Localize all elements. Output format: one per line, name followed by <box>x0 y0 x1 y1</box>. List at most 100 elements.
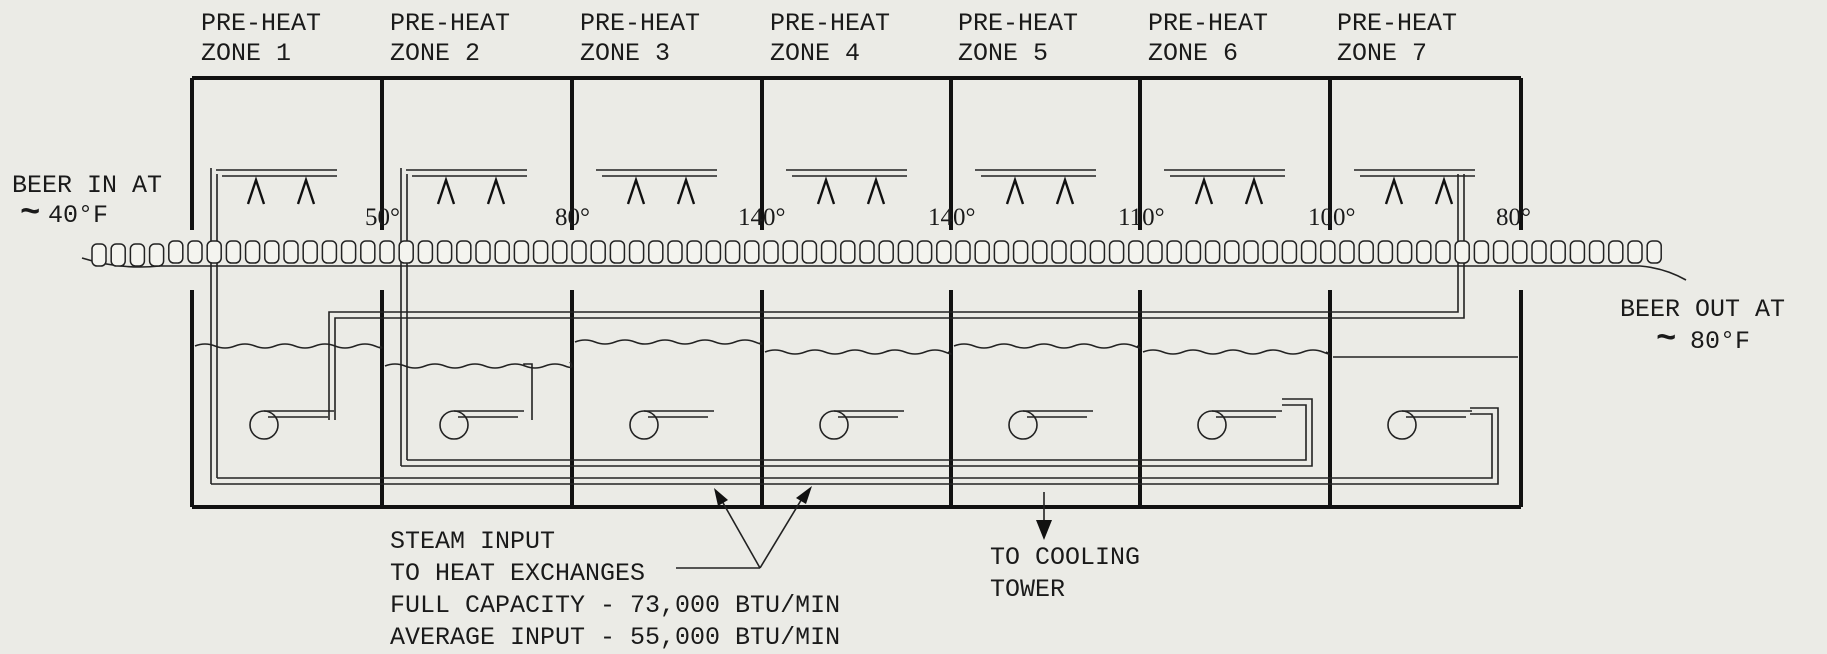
can-icon <box>1012 240 1029 264</box>
arrow-up-icon <box>486 176 506 205</box>
spray-headers <box>216 169 1475 205</box>
conveyor <box>81 240 1687 281</box>
can-icon <box>110 243 126 267</box>
can-icon <box>878 240 894 264</box>
beer-in-label: BEER IN AT ~ 40°F <box>12 171 162 233</box>
can-icon <box>609 240 626 264</box>
spray-header <box>1164 169 1285 205</box>
tank-structure <box>190 76 1523 509</box>
can-icon <box>1550 240 1566 264</box>
can-icon <box>1531 240 1547 264</box>
cooling-line1: TO COOLING <box>990 543 1140 572</box>
can-icon <box>340 240 357 264</box>
can-icon <box>840 240 856 264</box>
beer-out-line1: BEER OUT AT <box>1620 295 1785 324</box>
can-icon <box>206 240 222 264</box>
can-icon <box>1492 240 1509 264</box>
water-level-zone-3 <box>574 339 763 345</box>
can-icon <box>532 240 549 264</box>
spray-header <box>786 169 907 205</box>
can-icon <box>1224 240 1240 264</box>
steam-input-callout: STEAM INPUT TO HEAT EXCHANGES FULL CAPAC… <box>390 486 840 652</box>
can-icon <box>820 240 837 264</box>
water-level-zone-6 <box>1142 349 1330 355</box>
can-icon <box>398 240 414 264</box>
steam-line2: TO HEAT EXCHANGES <box>390 559 645 588</box>
can-icon <box>1646 240 1662 264</box>
can-icon <box>936 240 952 264</box>
arrow-up-icon <box>246 176 266 205</box>
can-icon <box>763 240 779 264</box>
cooling-arrowhead <box>1036 520 1052 540</box>
can-icon <box>1627 240 1643 264</box>
can-icon <box>456 240 472 264</box>
can-icon <box>1608 240 1624 264</box>
beer-in-line1: BEER IN AT <box>12 171 162 200</box>
can-icon <box>1128 240 1144 264</box>
temp-1: 50° <box>365 204 400 231</box>
temp-3: 140° <box>738 204 786 231</box>
pump <box>439 410 524 440</box>
can-icon <box>1051 240 1067 264</box>
can-icon <box>993 240 1010 264</box>
temperature-labels: 50° 80° 140° 140° 110° 100° 80° <box>365 204 1531 231</box>
arrow-up-icon <box>866 176 886 205</box>
zone-2-label-line2: ZONE 2 <box>390 39 480 68</box>
can-icon <box>168 240 184 264</box>
water-level-zone-1 <box>194 343 383 349</box>
arrow-up-icon <box>1194 176 1214 205</box>
steam-arrow-line-2 <box>759 491 807 569</box>
can-icon <box>1089 240 1106 264</box>
can-icon <box>686 240 702 264</box>
arrow-up-icon <box>1434 176 1454 205</box>
can-icon <box>187 240 203 264</box>
can-icon <box>244 240 261 264</box>
zone-7-label-line2: ZONE 7 <box>1337 39 1427 68</box>
can-icon <box>590 240 606 264</box>
water-level-zone-4 <box>764 349 952 355</box>
water-level-zone-2 <box>384 361 573 369</box>
spray-header <box>1354 169 1475 205</box>
can-icon <box>513 240 530 264</box>
zone-1-label-line2: ZONE 1 <box>201 39 291 68</box>
can-icon <box>91 243 107 267</box>
spray-header <box>596 169 717 205</box>
can-icon <box>1204 240 1221 264</box>
pump <box>249 410 334 440</box>
can-icon <box>1358 240 1374 264</box>
can-icon <box>1435 240 1451 264</box>
can-icon <box>571 240 587 264</box>
zone-6-label-line2: ZONE 6 <box>1148 39 1238 68</box>
can-icon <box>1281 240 1298 264</box>
steam-arrowhead-2 <box>796 486 812 504</box>
spray-header <box>406 169 527 205</box>
can-icon <box>264 240 280 264</box>
cans <box>91 240 1662 267</box>
can-icon <box>705 240 722 264</box>
can-icon <box>283 240 299 264</box>
can-icon <box>360 240 376 264</box>
can-icon <box>1339 240 1355 264</box>
approx-icon: ~ <box>20 195 40 233</box>
arrow-up-icon <box>1055 176 1075 205</box>
can-icon <box>1396 240 1413 264</box>
can-icon <box>1320 240 1336 264</box>
can-icon <box>1569 240 1586 264</box>
zone-dividers <box>190 78 1523 507</box>
arrow-up-icon <box>816 176 836 205</box>
arrow-up-icon <box>436 176 456 205</box>
temp-2: 80° <box>555 204 590 231</box>
can-icon <box>955 240 971 264</box>
can-icon <box>897 240 914 264</box>
zone-4-label-line2: ZONE 4 <box>770 39 860 68</box>
can-icon <box>628 240 645 264</box>
can-icon <box>417 240 434 264</box>
cooling-line2: TOWER <box>990 575 1065 604</box>
can-icon <box>436 240 453 264</box>
can-icon <box>744 240 760 264</box>
can-icon <box>974 240 990 264</box>
can-icon <box>1454 240 1470 264</box>
can-icon <box>1108 240 1125 264</box>
steam-line1: STEAM INPUT <box>390 527 555 556</box>
